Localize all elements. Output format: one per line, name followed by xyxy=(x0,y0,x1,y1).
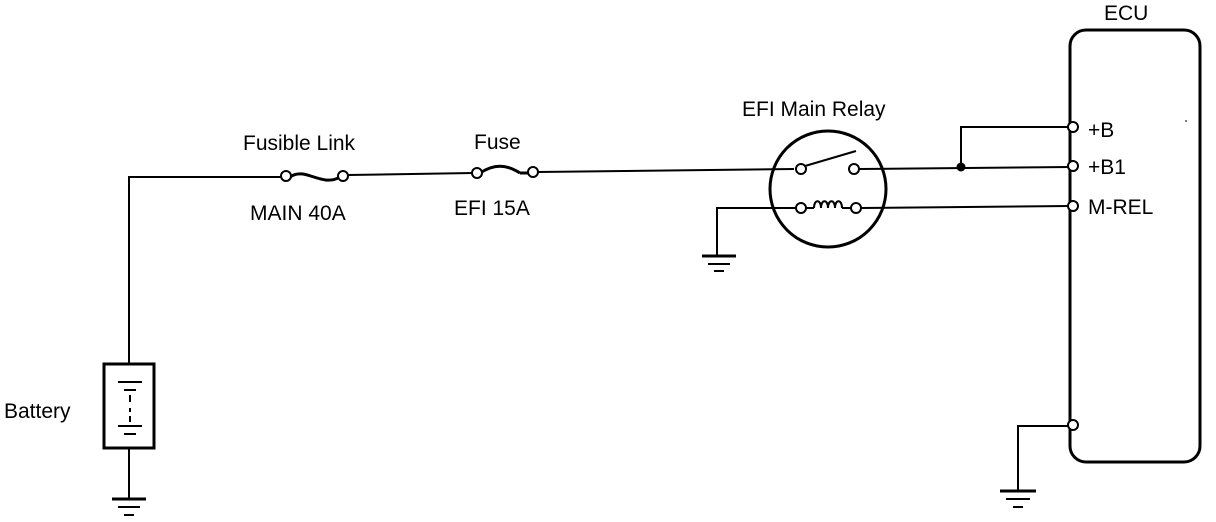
relay-ground-symbol xyxy=(702,254,736,272)
ecu-label: ECU xyxy=(1104,2,1148,25)
junction-dot xyxy=(956,162,966,172)
ecu-pin-b1-label: +B1 xyxy=(1088,156,1126,179)
ecu-terminal-ground xyxy=(1067,419,1079,431)
fuse-label: Fuse xyxy=(474,131,521,154)
ecu-terminal-b1 xyxy=(1067,160,1079,172)
relay-label: EFI Main Relay xyxy=(742,98,886,121)
ecu-terminal-b xyxy=(1067,121,1079,133)
efi-main-relay-symbol xyxy=(768,129,888,249)
ecu-pin-mrel-label: M-REL xyxy=(1088,196,1153,219)
fuse-rating: EFI 15A xyxy=(454,197,530,220)
ecu-terminal-mrel xyxy=(1067,200,1079,212)
battery-label: Battery xyxy=(4,400,71,423)
ecu-ground-symbol xyxy=(1000,489,1036,508)
battery-ground-symbol xyxy=(112,497,146,516)
fusible-link-rating: MAIN 40A xyxy=(250,202,346,225)
battery-symbol xyxy=(102,362,156,450)
fuse-symbol xyxy=(471,164,539,179)
stray-dot xyxy=(1185,120,1187,122)
fusible-link-symbol xyxy=(280,170,349,182)
ecu-box xyxy=(1068,28,1202,464)
ecu-pin-b-label: +B xyxy=(1088,119,1114,142)
fusible-link-label: Fusible Link xyxy=(243,132,356,155)
